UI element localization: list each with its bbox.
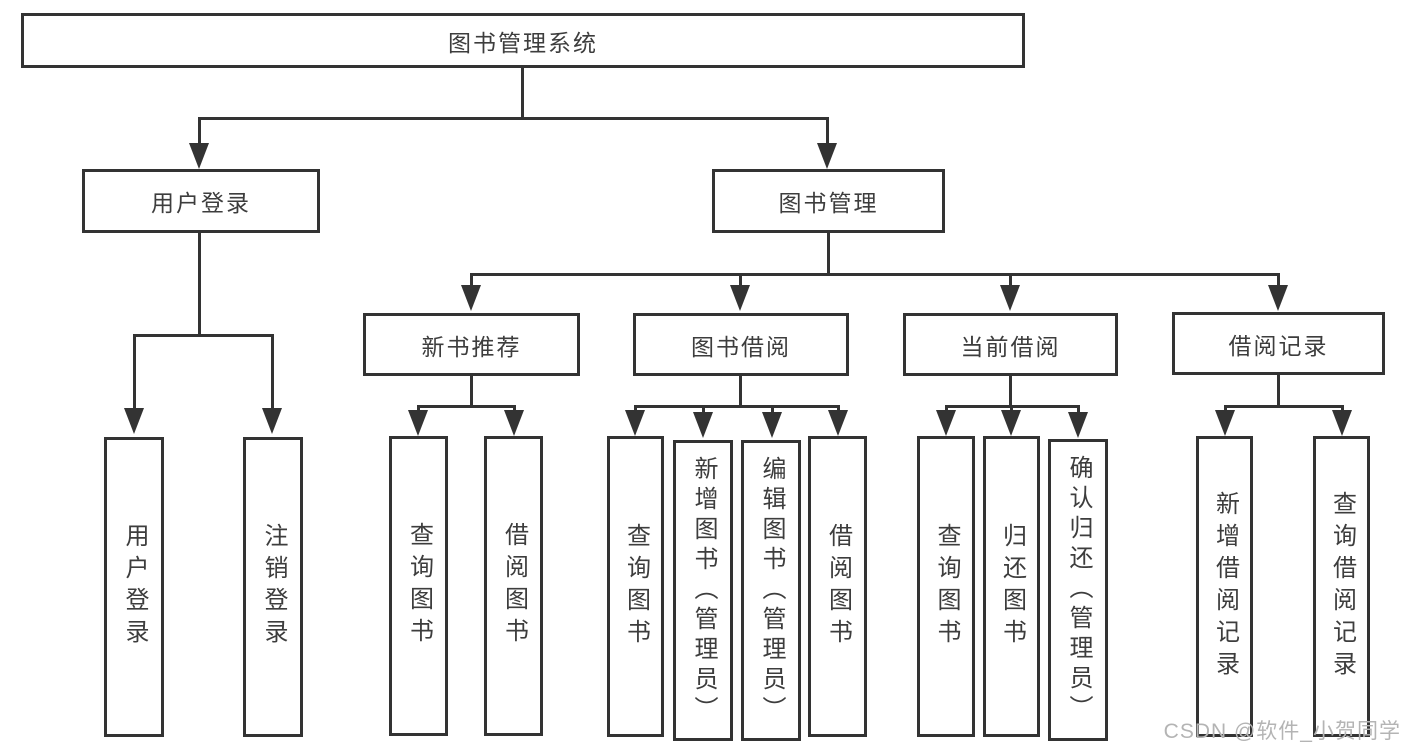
connector-stem <box>634 405 637 414</box>
connector-stem-book-management <box>826 117 829 147</box>
node-current-borrowing-label: 当前借阅 <box>960 333 1061 360</box>
connector-level2-bus <box>198 117 829 120</box>
leaf-confirm-return-admin-label: 确认归还（管理员） <box>1065 455 1092 725</box>
connector-book-borrowing-stem <box>739 374 742 407</box>
connector-stem-user-login <box>198 117 201 147</box>
leaf-user-login-label: 用户登录 <box>121 523 148 651</box>
leaf-confirm-return-admin: 确认归还（管理员） <box>1048 439 1108 741</box>
arrowhead-borrowing-records <box>1268 285 1288 311</box>
connector-stem-leaf-logout <box>271 334 274 412</box>
arrowhead <box>936 410 956 436</box>
connector-stem-current-borrowing <box>1009 273 1012 288</box>
connector-user-login-bus <box>133 334 274 337</box>
arrowhead-leaf-logout <box>262 408 282 434</box>
node-user-login: 用户登录 <box>82 169 320 233</box>
arrowhead <box>408 410 428 436</box>
leaf-edit-book-admin: 编辑图书（管理员） <box>741 440 801 741</box>
node-book-management: 图书管理 <box>712 169 945 233</box>
leaf-query-borrow-record: 查询借阅记录 <box>1313 436 1370 737</box>
arrowhead-leaf-user-login <box>124 408 144 434</box>
node-new-book-recommendation: 新书推荐 <box>363 313 580 376</box>
connector-stem <box>417 405 420 414</box>
connector-current-borrowing-stem <box>1009 374 1012 407</box>
connector-stem <box>1341 405 1344 414</box>
leaf-query-books-borrowing: 查询图书 <box>607 436 664 737</box>
connector-new-book-stem <box>470 374 473 407</box>
arrowhead <box>762 412 782 438</box>
leaf-add-book-admin-label: 新增图书（管理员） <box>690 455 717 726</box>
arrowhead-current-borrowing <box>1000 285 1020 311</box>
connector-user-login-stem <box>198 231 201 337</box>
node-book-management-label: 图书管理 <box>778 190 879 216</box>
node-new-book-recommendation-label: 新书推荐 <box>421 333 522 360</box>
node-library-system-label: 图书管理系统 <box>448 29 598 56</box>
leaf-add-book-admin: 新增图书（管理员） <box>673 440 733 741</box>
arrowhead <box>504 410 524 436</box>
watermark: CSDN @软件_小贺同学 <box>1163 720 1401 743</box>
node-borrowing-records-label: 借阅记录 <box>1228 332 1329 359</box>
connector-stem-new-book <box>470 273 473 288</box>
connector-level3-bus <box>470 273 1280 276</box>
connector-stem <box>945 405 948 414</box>
connector-stem-leaf-user-login <box>133 334 136 412</box>
node-library-system: 图书管理系统 <box>21 13 1025 68</box>
connector-borrowing-records-bus <box>1224 405 1344 408</box>
arrowhead-book-borrowing <box>730 285 750 311</box>
leaf-borrow-books-recommend: 借阅图书 <box>484 436 543 736</box>
leaf-logout: 注销登录 <box>243 437 303 737</box>
leaf-borrow-books-recommend-label: 借阅图书 <box>500 522 528 650</box>
connector-stem-borrowing-records <box>1277 273 1280 288</box>
connector-stem <box>1010 405 1013 414</box>
connector-new-book-bus <box>417 405 516 408</box>
arrowhead-new-book <box>461 285 481 311</box>
leaf-query-books-current-label: 查询图书 <box>933 522 960 651</box>
node-user-login-label: 用户登录 <box>151 190 251 216</box>
connector-stem <box>702 405 705 414</box>
arrowhead <box>625 410 645 436</box>
connector-stem <box>513 405 516 414</box>
node-current-borrowing: 当前借阅 <box>903 313 1118 376</box>
leaf-query-books-recommend: 查询图书 <box>389 436 448 736</box>
leaf-query-books-current: 查询图书 <box>917 436 975 737</box>
leaf-borrow-books-borrowing: 借阅图书 <box>808 436 867 737</box>
arrowhead-user-login <box>189 143 209 169</box>
leaf-edit-book-admin-label: 编辑图书（管理员） <box>758 455 785 726</box>
arrowhead <box>828 410 848 436</box>
node-book-borrowing-label: 图书借阅 <box>691 333 791 360</box>
arrowhead <box>1332 410 1352 436</box>
connector-book-management-stem <box>827 230 830 276</box>
leaf-logout-label: 注销登录 <box>260 523 287 651</box>
connector-root-stem <box>521 66 524 120</box>
connector-book-borrowing-bus <box>634 405 840 408</box>
arrowhead <box>693 412 713 438</box>
arrowhead-book-management <box>817 143 837 169</box>
leaf-query-borrow-record-label: 查询借阅记录 <box>1328 490 1356 683</box>
connector-stem <box>837 405 840 414</box>
leaf-add-borrow-record-label: 新增借阅记录 <box>1211 490 1239 683</box>
leaf-user-login: 用户登录 <box>104 437 164 737</box>
leaf-query-books-borrowing-label: 查询图书 <box>622 522 650 651</box>
leaf-add-borrow-record: 新增借阅记录 <box>1196 436 1253 737</box>
arrowhead <box>1001 410 1021 436</box>
leaf-return-book-label: 归还图书 <box>998 522 1026 651</box>
leaf-return-book: 归还图书 <box>983 436 1040 737</box>
leaf-query-books-recommend-label: 查询图书 <box>405 522 433 650</box>
connector-stem <box>1224 405 1227 414</box>
connector-stem <box>1077 405 1080 414</box>
arrowhead <box>1215 410 1235 436</box>
leaf-borrow-books-borrowing-label: 借阅图书 <box>824 522 852 651</box>
connector-borrowing-records-stem <box>1277 373 1280 407</box>
arrowhead <box>1068 412 1088 438</box>
connector-stem <box>771 405 774 414</box>
node-book-borrowing: 图书借阅 <box>633 313 849 376</box>
connector-stem-book-borrowing <box>739 273 742 288</box>
node-borrowing-records: 借阅记录 <box>1172 312 1385 375</box>
